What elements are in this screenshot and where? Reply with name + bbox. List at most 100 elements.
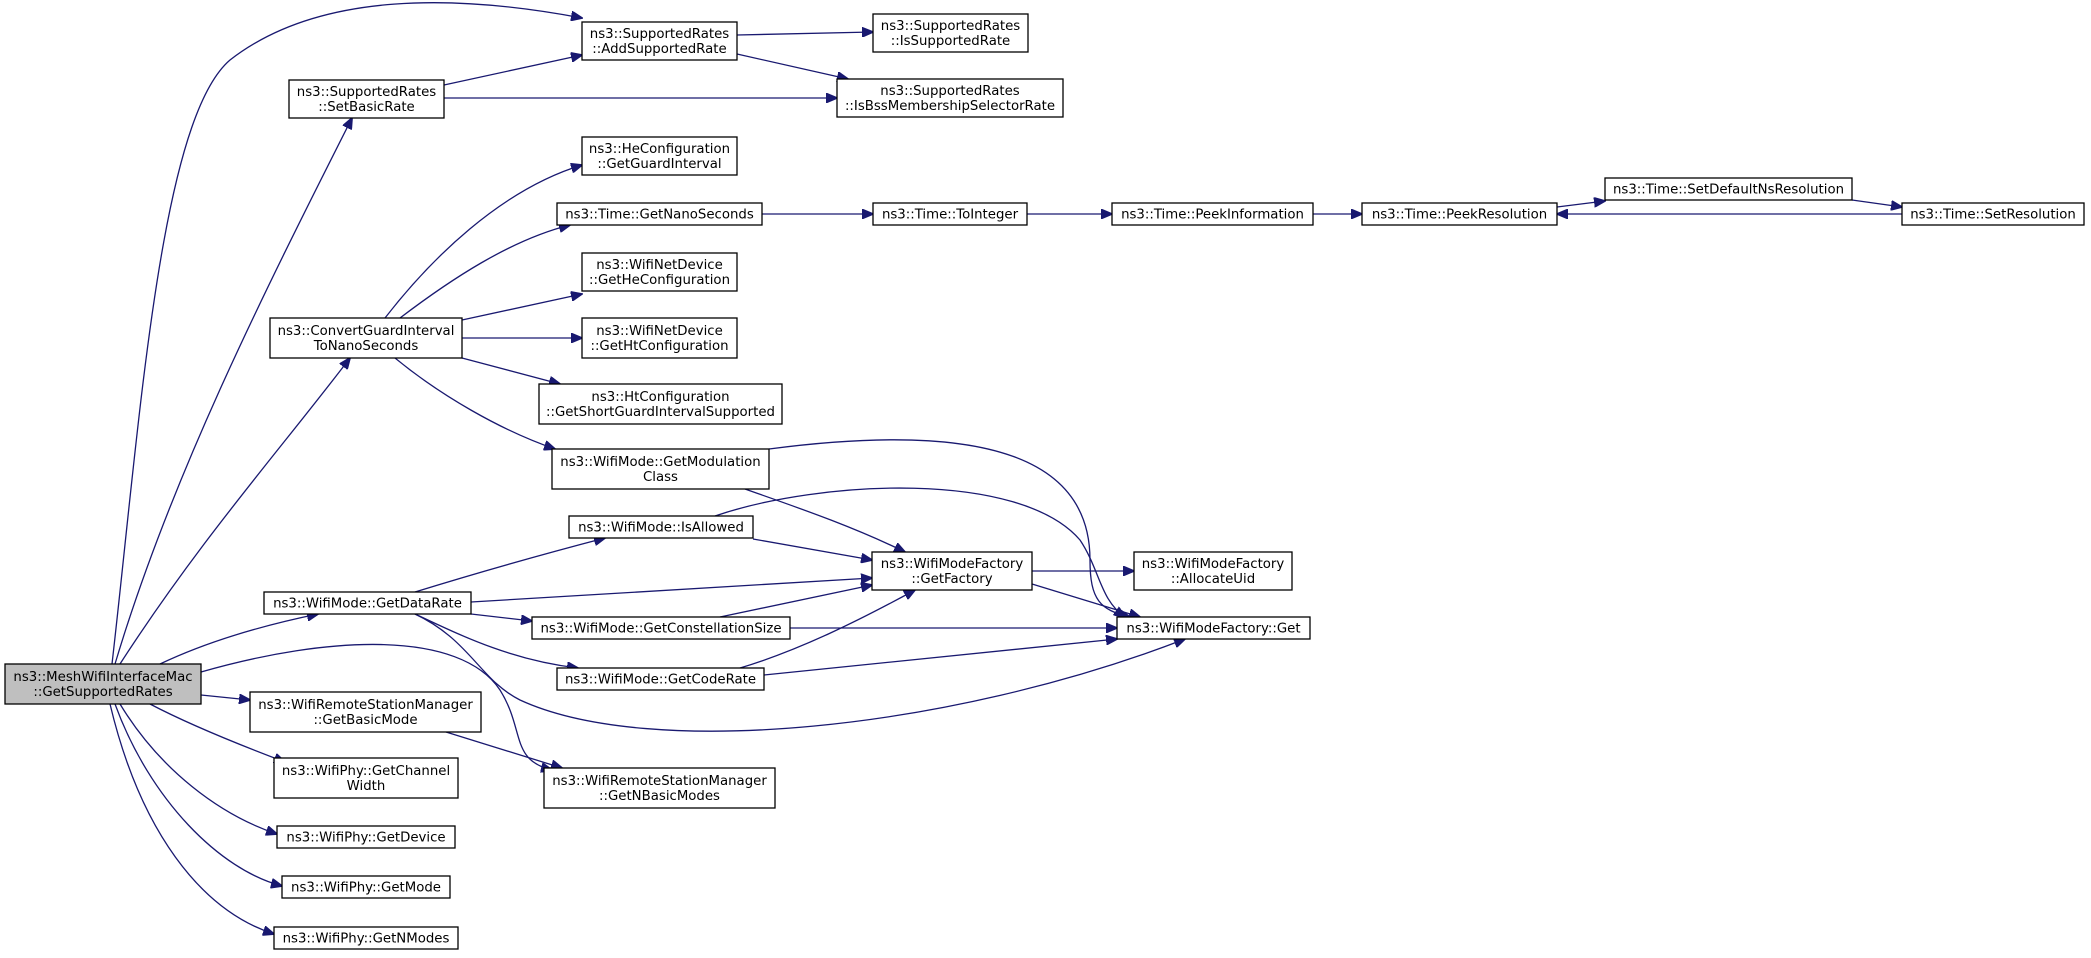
node-getfactory[interactable]: ns3::WifiModeFactory::GetFactory [871, 551, 1033, 591]
edge-path [200, 695, 250, 700]
edge-path [1031, 583, 1140, 617]
node-alloc[interactable]: ns3::WifiModeFactory::AllocateUid [1133, 551, 1293, 591]
node-label-line: ::IsBssMembershipSelectorRate [845, 99, 1055, 114]
edge-path [200, 643, 552, 770]
node-box [872, 202, 1028, 226]
node-box [872, 13, 1029, 53]
edge-path [399, 225, 570, 319]
node-getnano[interactable]: ns3::Time::GetNanoSeconds [556, 202, 763, 226]
node-label-line: ns3::MeshWifiInterfaceMac [13, 670, 192, 685]
edge-root-to-getnmodes [109, 703, 274, 934]
edge-path [719, 585, 872, 618]
edge-peekres-to-setdef [1556, 201, 1605, 208]
edge-root-to-addsupp [111, 2, 582, 665]
edge-root-to-convgi [119, 358, 350, 665]
node-box [556, 202, 763, 226]
node-peekinfo[interactable]: ns3::Time::PeekInformation [1111, 202, 1314, 226]
edge-addsupp-to-issupp [736, 32, 873, 35]
node-peekres[interactable]: ns3::Time::PeekResolution [1361, 202, 1558, 226]
edge-getdatarate-to-fget [414, 613, 1185, 732]
node-getnmodes[interactable]: ns3::WifiPhy::GetNModes [273, 926, 459, 950]
node-label-line: ns3::SupportedRates [880, 84, 1019, 99]
node-box [543, 767, 776, 809]
node-label-line: ns3::WifiModeFactory [881, 557, 1024, 572]
node-label-line: ns3::WifiMode::GetModulation [560, 455, 760, 470]
node-label-line: ns3::SupportedRates [590, 27, 729, 42]
edge-getdatarate-to-isallowed [414, 538, 605, 593]
edge-path [1556, 201, 1605, 208]
node-getmode[interactable]: ns3::WifiPhy::GetMode [281, 875, 451, 899]
node-box [273, 757, 459, 799]
edge-getmod-to-fget [768, 439, 1130, 617]
node-box [581, 136, 738, 176]
node-gethecfg[interactable]: ns3::WifiNetDevice::GetHeConfiguration [581, 252, 738, 292]
node-label-line: ::GetNBasicModes [599, 789, 720, 804]
edge-path [414, 538, 605, 593]
node-label-line: ns3::WifiMode::GetCodeRate [565, 673, 756, 688]
node-label-line: ::GetSupportedRates [33, 685, 172, 700]
node-box [531, 616, 791, 640]
node-hegi[interactable]: ns3::HeConfiguration::GetGuardInterval [581, 136, 738, 176]
node-getbasic[interactable]: ns3::WifiRemoteStationManager::GetBasicM… [249, 691, 482, 733]
node-label-line: ns3::WifiMode::IsAllowed [578, 521, 744, 536]
node-isbss[interactable]: ns3::SupportedRates::IsBssMembershipSele… [836, 78, 1064, 118]
edge-root-to-setbasic [114, 118, 352, 665]
edge-path [1851, 199, 1902, 207]
node-setdef[interactable]: ns3::Time::SetDefaultNsResolution [1604, 177, 1853, 201]
node-box [276, 825, 456, 849]
node-getconst[interactable]: ns3::WifiMode::GetConstellationSize [531, 616, 791, 640]
node-label-line: ns3::HtConfiguration [591, 390, 729, 405]
node-box [263, 591, 472, 615]
node-label-line: ::GetGuardInterval [597, 157, 721, 172]
node-box [269, 317, 463, 359]
node-label-line: ns3::Time::PeekResolution [1372, 208, 1547, 223]
node-root: ns3::MeshWifiInterfaceMac::GetSupportedR… [4, 663, 202, 705]
node-getdatarate[interactable]: ns3::WifiMode::GetDataRate [263, 591, 472, 615]
edge-getdatarate-to-getfactory [470, 578, 872, 603]
node-toint[interactable]: ns3::Time::ToInteger [872, 202, 1028, 226]
edge-root-to-getmode [114, 703, 282, 886]
node-label-line: ::AddSupportedRate [592, 42, 726, 57]
node-box [581, 252, 738, 292]
edge-getfactory-to-fget [1031, 583, 1140, 617]
edge-root-to-getnbasic [200, 643, 552, 770]
node-box [551, 448, 770, 490]
node-label-line: ::AllocateUid [1171, 572, 1255, 587]
node-label-line: ::GetHeConfiguration [589, 273, 730, 288]
node-box [281, 875, 451, 899]
node-getcode[interactable]: ns3::WifiMode::GetCodeRate [556, 667, 765, 691]
edge-path [384, 165, 582, 319]
node-box [1116, 616, 1311, 640]
node-setres[interactable]: ns3::Time::SetResolution [1901, 202, 2085, 226]
node-isallowed[interactable]: ns3::WifiMode::IsAllowed [568, 515, 754, 539]
node-setbasic[interactable]: ns3::SupportedRates::SetBasicRate [288, 79, 445, 119]
edge-path [443, 55, 582, 86]
node-issupp[interactable]: ns3::SupportedRates::IsSupportedRate [872, 13, 1029, 53]
node-getnbasic[interactable]: ns3::WifiRemoteStationManager::GetNBasic… [543, 767, 776, 809]
edge-addsupp-to-isbss [736, 53, 848, 79]
edge-path [736, 32, 873, 35]
node-addsupp[interactable]: ns3::SupportedRates::AddSupportedRate [581, 21, 738, 61]
node-getdevice[interactable]: ns3::WifiPhy::GetDevice [276, 825, 456, 849]
edge-root-to-getbasic [200, 695, 250, 700]
node-label-line: ns3::Time::GetNanoSeconds [565, 208, 754, 223]
edge-path [159, 614, 318, 665]
node-box [568, 515, 754, 539]
node-box [556, 667, 765, 691]
node-gethtcfg[interactable]: ns3::WifiNetDevice::GetHtConfiguration [581, 317, 738, 359]
node-label-line: ns3::HeConfiguration [589, 142, 730, 157]
edge-getcode-to-getfactory [739, 590, 915, 669]
edge-getdatarate-to-getcode [414, 613, 578, 668]
node-label-line: Class [643, 470, 678, 485]
edge-getcode-to-fget [763, 639, 1117, 676]
node-fget[interactable]: ns3::WifiModeFactory::Get [1116, 616, 1311, 640]
edge-setdef-to-setres [1851, 199, 1902, 207]
node-label-line: ns3::WifiNetDevice [596, 258, 723, 273]
node-label-line: ns3::WifiMode::GetConstellationSize [540, 622, 781, 637]
node-htsgi[interactable]: ns3::HtConfiguration::GetShortGuardInter… [538, 383, 783, 425]
node-label-line: ns3::WifiPhy::GetDevice [286, 831, 445, 846]
